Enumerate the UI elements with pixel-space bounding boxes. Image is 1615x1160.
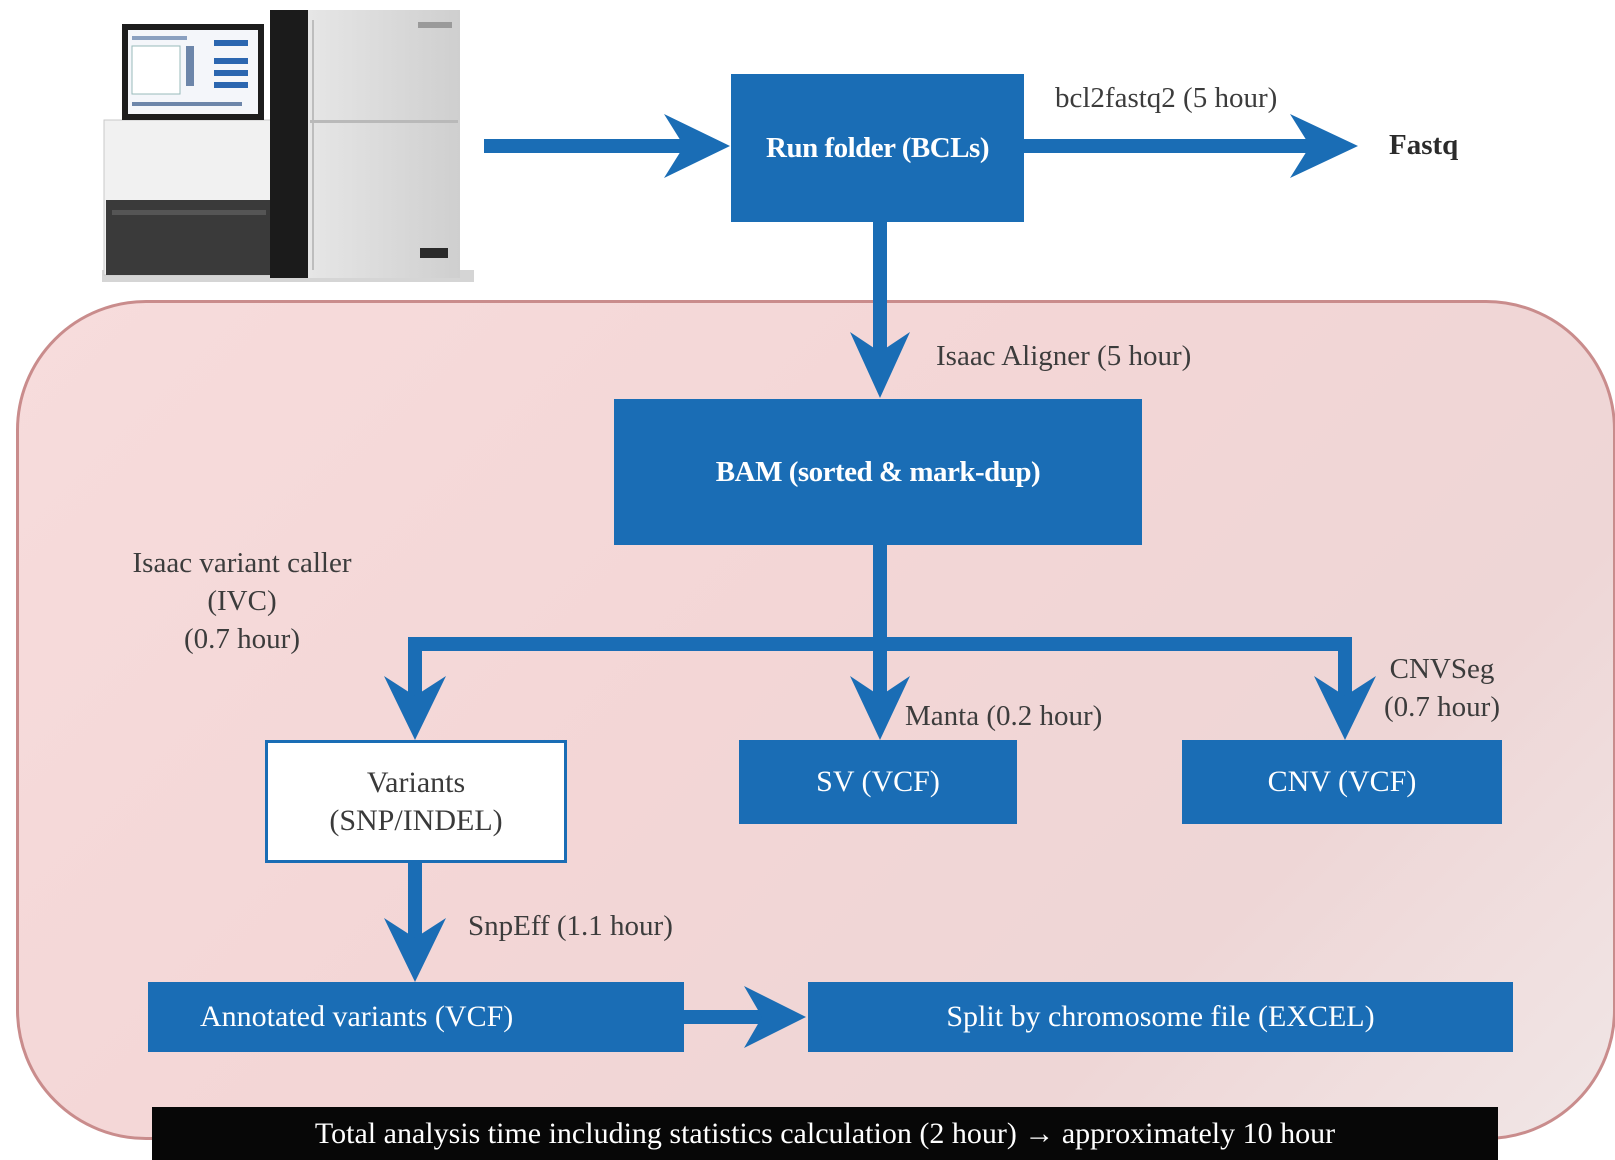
bam-box: BAM (sorted & mark-dup) — [614, 399, 1142, 545]
arrow-variants-to-annotated — [408, 862, 422, 942]
bcl2fastq-label: bcl2fastq2 (5 hour) — [1055, 82, 1278, 114]
fastq-label: Fastq — [1389, 129, 1459, 161]
arrow-to-variants — [408, 637, 422, 697]
total-time-label: Total analysis time including statistics… — [314, 1116, 1336, 1150]
variants-box: Variants (SNP/INDEL) — [265, 740, 567, 863]
arrow-head-split — [744, 986, 806, 1048]
ivc-label-line3: (0.7 hour) — [184, 623, 300, 655]
cnv-label: CNV (VCF) — [1267, 765, 1417, 798]
variants-label-line2: (SNP/INDEL) — [329, 803, 503, 837]
ivc-label: Isaac variant caller (IVC) (0.7 hour) — [122, 544, 362, 658]
arrow-run-folder-to-bam — [873, 220, 887, 370]
sequencer-machine-image — [102, 10, 474, 282]
arrow-head-sv — [850, 676, 910, 740]
split-by-chromosome-box: Split by chromosome file (EXCEL) — [808, 982, 1513, 1052]
annotated-variants-box: Annotated variants (VCF) — [148, 982, 684, 1052]
connector-bam-horizontal — [408, 637, 1352, 651]
annotated-variants-label: Annotated variants (VCF) — [200, 1000, 514, 1033]
manta-label: Manta (0.2 hour) — [905, 700, 1103, 732]
arrow-head-variants — [384, 676, 446, 740]
sv-box: SV (VCF) — [739, 740, 1017, 824]
cnvseg-label-line1: CNVSeg — [1389, 653, 1495, 685]
arrow-head-bam — [850, 332, 910, 398]
variants-label-line1: Variants — [366, 765, 466, 799]
connector-bam-trunk — [873, 545, 887, 645]
arrow-run-folder-to-fastq — [1024, 139, 1324, 153]
ivc-label-line2: (IVC) — [207, 585, 277, 617]
ivc-label-line1: Isaac variant caller — [132, 547, 352, 579]
cnv-box: CNV (VCF) — [1182, 740, 1502, 824]
split-by-chromosome-label: Split by chromosome file (EXCEL) — [946, 1000, 1375, 1033]
arrow-sequencer-to-run-folder — [484, 139, 704, 153]
snpeff-label: SnpEff (1.1 hour) — [468, 910, 673, 942]
run-folder-label: Run folder (BCLs) — [766, 131, 990, 164]
arrow-annotated-to-split — [684, 1010, 774, 1024]
arrow-to-cnv — [1338, 637, 1352, 697]
sv-label: SV (VCF) — [816, 765, 940, 798]
arrow-to-sv — [873, 645, 887, 697]
total-time-footer: Total analysis time including statistics… — [152, 1107, 1498, 1160]
arrow-head-annotated — [384, 918, 446, 982]
isaac-aligner-label: Isaac Aligner (5 hour) — [936, 340, 1192, 372]
arrow-head-fastq — [1290, 114, 1358, 178]
cnvseg-label-line2: (0.7 hour) — [1384, 691, 1500, 723]
arrow-head-run-folder — [664, 114, 730, 178]
bam-label: BAM (sorted & mark-dup) — [715, 455, 1041, 488]
cnvseg-label: CNVSeg (0.7 hour) — [1372, 650, 1512, 726]
run-folder-box: Run folder (BCLs) — [731, 74, 1024, 222]
arrow-head-cnv — [1314, 676, 1376, 740]
